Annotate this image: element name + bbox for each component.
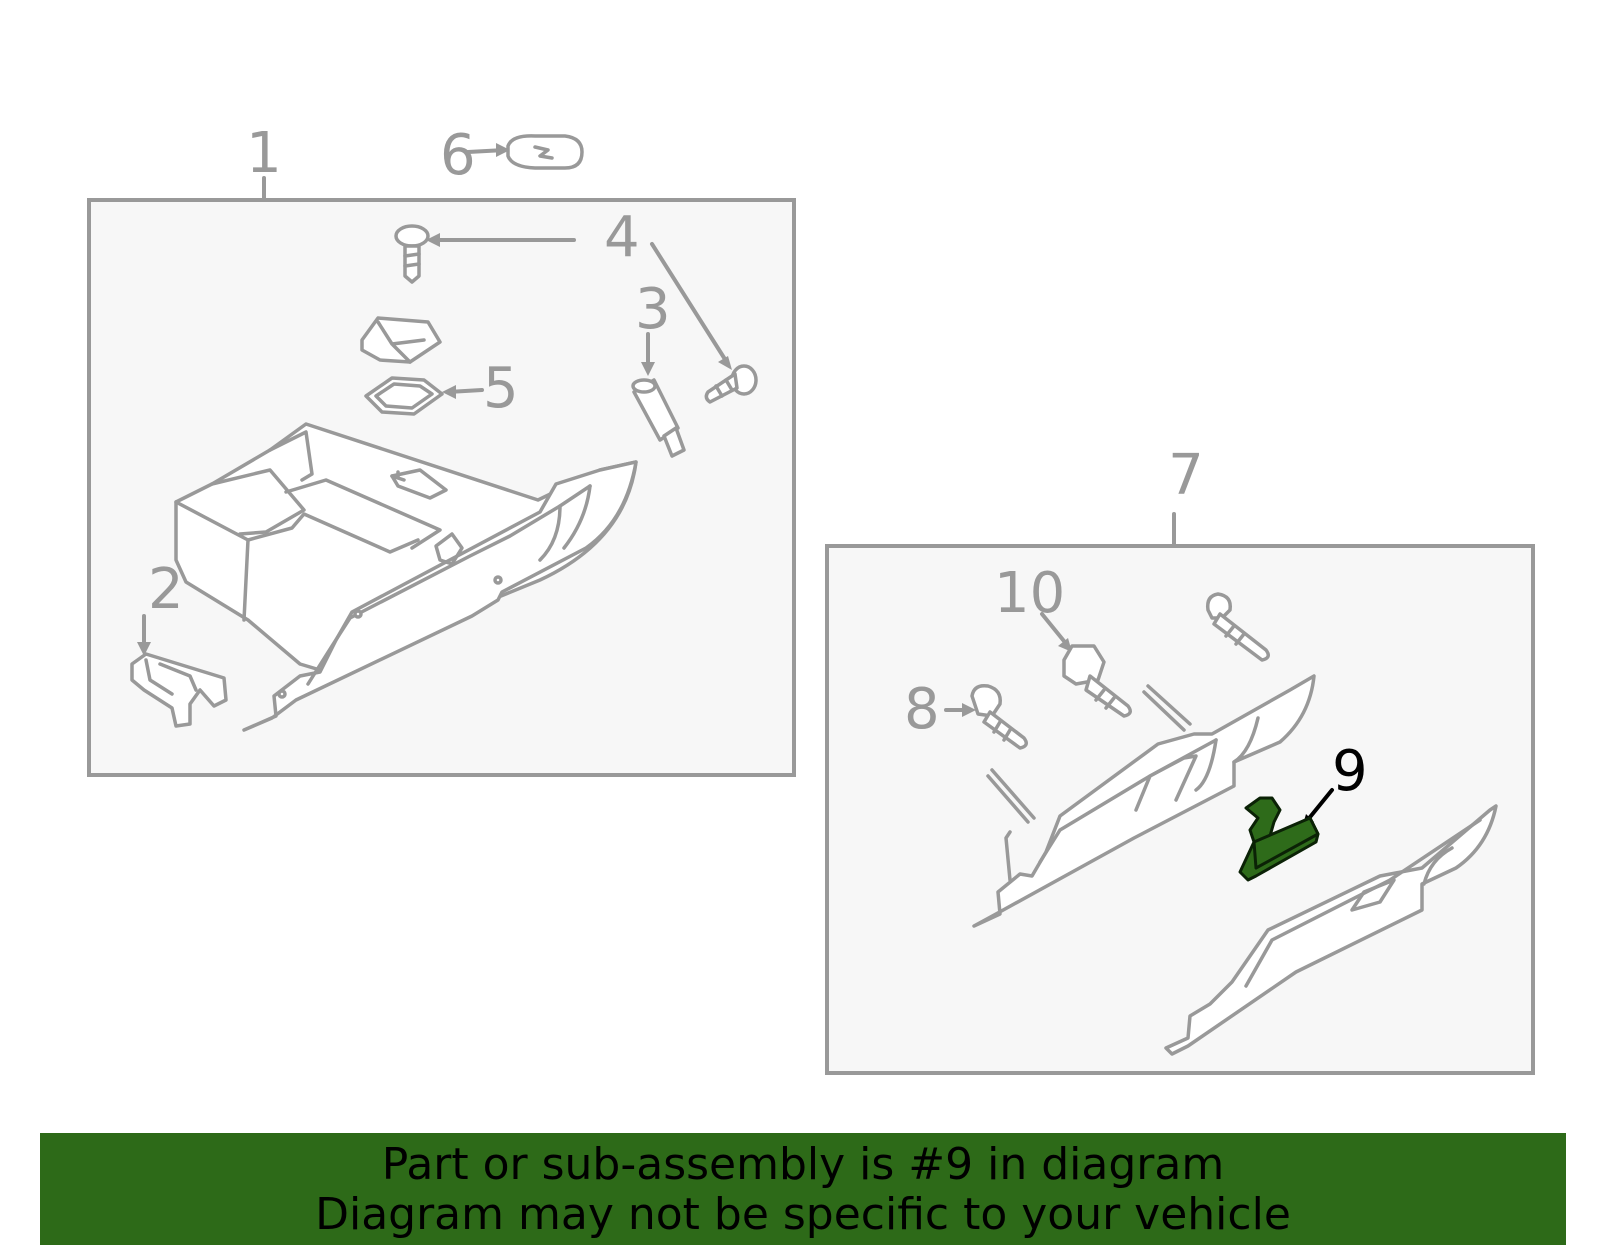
callout-5-arrowhead bbox=[442, 385, 456, 399]
callout-2[interactable]: 2 bbox=[148, 557, 184, 622]
callout-3[interactable]: 3 bbox=[635, 277, 671, 342]
handle-part-9-highlighted[interactable] bbox=[1238, 796, 1320, 882]
screw-part-4b bbox=[704, 364, 758, 404]
assembly-7-group: 7 10 8 bbox=[825, 443, 1535, 1075]
callout-6-arrowhead bbox=[496, 143, 510, 157]
screw-part-upper bbox=[1205, 592, 1270, 662]
callout-2-arrowhead bbox=[137, 642, 151, 656]
callout-4[interactable]: 4 bbox=[604, 205, 640, 270]
assembly-1-group: 1 6 4 5 bbox=[87, 121, 796, 777]
glove-box-door-7 bbox=[972, 674, 1316, 928]
callout-10-arrowhead bbox=[1058, 638, 1072, 652]
callout-6[interactable]: 6 bbox=[440, 123, 476, 188]
callout-7[interactable]: 7 bbox=[1168, 443, 1204, 508]
callout-4-arrowhead-a bbox=[426, 233, 440, 247]
lamp-housing bbox=[360, 316, 442, 364]
screw-part-4a bbox=[394, 224, 430, 284]
switch-part-3 bbox=[631, 378, 686, 458]
clip-part-2 bbox=[130, 652, 228, 728]
banner-line-1: Part or sub-assembly is #9 in diagram bbox=[381, 1139, 1225, 1190]
info-banner: Part or sub-assembly is #9 in diagram Di… bbox=[40, 1133, 1566, 1245]
callout-8-arrowhead bbox=[962, 703, 976, 717]
glove-box-door-1 bbox=[242, 460, 638, 732]
callout-9[interactable]: 9 bbox=[1332, 739, 1368, 804]
callout-10-leader bbox=[1040, 612, 1070, 648]
callout-3-arrowhead bbox=[641, 362, 655, 376]
callout-1[interactable]: 1 bbox=[246, 121, 282, 186]
bulb-part-6 bbox=[506, 134, 584, 170]
callout-8[interactable]: 8 bbox=[904, 677, 940, 742]
callout-5[interactable]: 5 bbox=[483, 356, 519, 421]
lens-part-5 bbox=[364, 376, 444, 416]
screw-part-10 bbox=[1062, 644, 1132, 718]
callout-4-leader-b bbox=[650, 242, 730, 366]
callout-4-arrowhead-b bbox=[718, 356, 732, 370]
glove-box-outer-panel bbox=[1164, 804, 1498, 1056]
screw-part-8 bbox=[970, 683, 1028, 750]
callout-10[interactable]: 10 bbox=[994, 561, 1065, 626]
banner-line-2: Diagram may not be specific to your vehi… bbox=[315, 1189, 1291, 1240]
